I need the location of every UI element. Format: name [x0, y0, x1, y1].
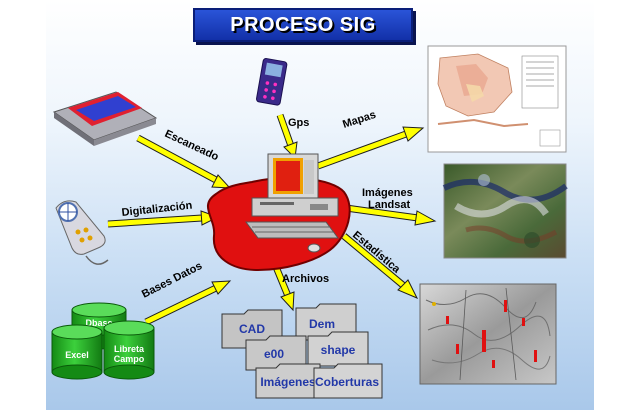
label-files: Archivos — [282, 273, 329, 285]
database-cylinders: Dbase Excel Libreta Campo — [51, 302, 155, 380]
page-title: PROCESO SIG — [230, 13, 376, 36]
gps-device-icon — [256, 58, 288, 106]
label-statistics: Estadística — [350, 229, 403, 276]
folder-e00: e00 — [245, 335, 307, 371]
label-maps: Mapas — [341, 109, 377, 131]
landsat-thumbnail — [442, 163, 568, 259]
label-landsat-line1: Imágenes — [362, 187, 413, 199]
folder-label-e00: e00 — [264, 347, 284, 361]
folder-imagenes: Imágenes — [255, 363, 321, 399]
folder-coberturas: Coberturas — [313, 363, 383, 399]
cylinder-excel: Excel — [51, 324, 103, 380]
computer-icon — [245, 153, 339, 253]
cylinder-label-libreta: Libreta — [114, 344, 145, 354]
folder-shape: shape — [307, 331, 369, 367]
label-gps: Gps — [288, 117, 309, 129]
folder-dem: Dem — [295, 303, 357, 341]
diagram-slide: Dbase Excel Libreta Campo CAD Dem e00 — [46, 0, 594, 410]
folder-label-coberturas: Coberturas — [315, 375, 379, 389]
digitizer-icon — [55, 200, 109, 265]
cylinder-label-campo: Campo — [114, 354, 145, 364]
arrow-base-to-maps — [316, 126, 425, 170]
label-landsat-line2: Landsat — [368, 199, 411, 211]
file-folders: CAD Dem e00 shape Imágenes Coberturas — [221, 303, 383, 399]
folder-label-shape: shape — [321, 343, 356, 357]
relief-thumbnail — [419, 283, 557, 385]
folder-label-dem: Dem — [309, 317, 335, 331]
arrow-scanner-to-base — [136, 134, 232, 189]
arrow-base-to-statistics — [341, 233, 419, 299]
title-banner: PROCESO SIG — [193, 8, 413, 42]
cylinder-label-excel: Excel — [65, 350, 89, 360]
folder-label-imagenes: Imágenes — [260, 375, 316, 389]
map-thumbnail — [427, 45, 567, 153]
scanner-icon — [52, 91, 158, 146]
arrows — [107, 113, 437, 326]
diagram-canvas: Dbase Excel Libreta Campo CAD Dem e00 — [51, 45, 568, 399]
arrow-base-to-landsat — [345, 204, 437, 226]
cylinder-libreta-campo: Libreta Campo — [103, 320, 155, 380]
arrow-digitizer-to-base — [107, 210, 220, 228]
cylinder-label-dbase: Dbase — [85, 318, 112, 328]
arrow-databases-to-base — [144, 280, 232, 326]
folder-label-cad: CAD — [239, 322, 265, 336]
